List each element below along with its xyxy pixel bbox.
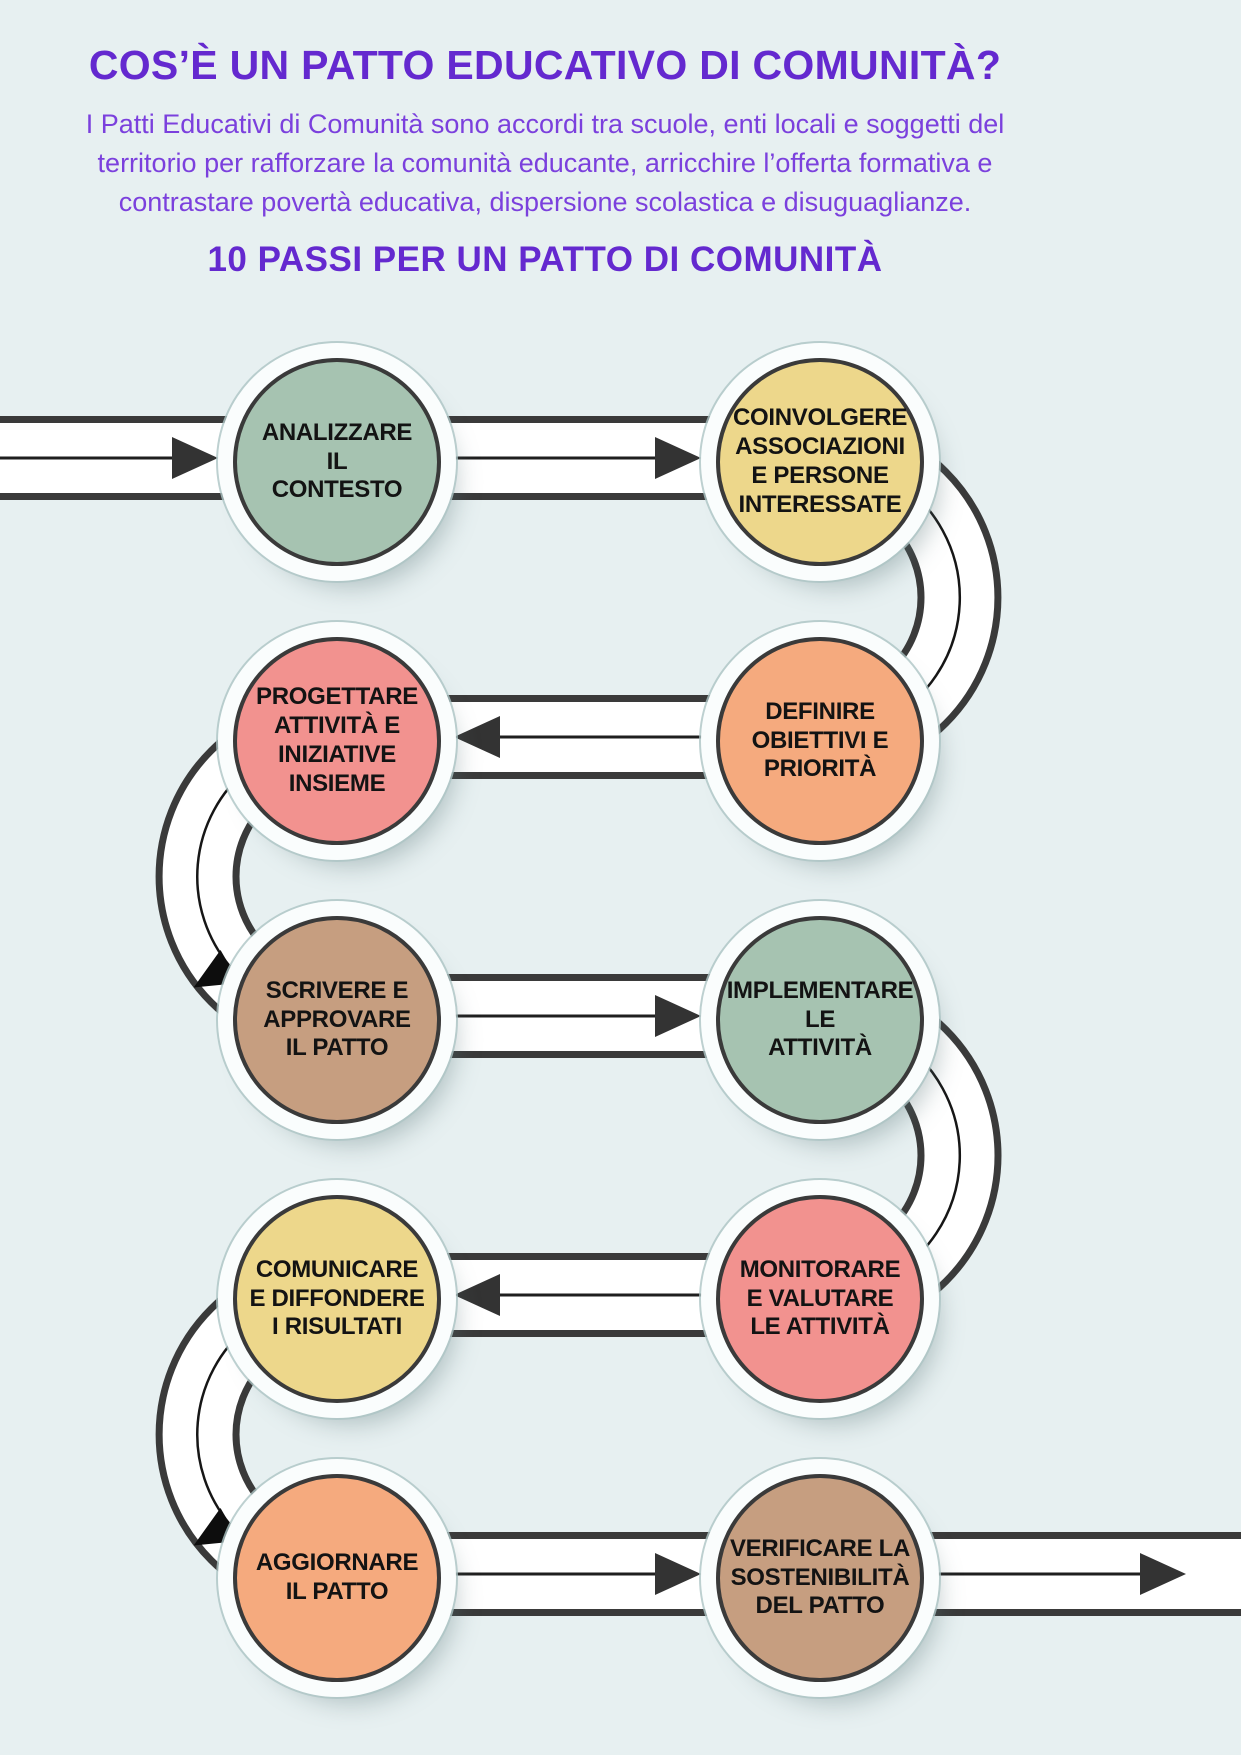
entry-arrow	[0, 437, 218, 479]
step-circle-1: ANALIZZARE IL CONTESTO	[233, 358, 441, 566]
step-circle-3: PROGETTARE ATTIVITÀ E INIZIATIVE INSIEME	[233, 637, 441, 845]
curve-arrow-step7-to-step9	[193, 1326, 248, 1546]
step-circle-2: COINVOLGERE ASSOCIAZIONI E PERSONE INTER…	[716, 358, 924, 566]
flow-title: 10 PASSI PER UN PATTO DI COMUNITÀ	[207, 239, 883, 279]
step-circle-5: SCRIVERE E APPROVARE IL PATTO	[233, 916, 441, 1124]
step-circle-7: COMUNICARE E DIFFONDERE I RISULTATI	[233, 1195, 441, 1403]
page-title: COS’È UN PATTO EDUCATIVO DI COMUNITÀ?	[88, 42, 1002, 88]
step-circle-8: MONITORARE E VALUTARE LE ATTIVITÀ	[716, 1195, 924, 1403]
step-circle-6: IMPLEMENTARE LE ATTIVITÀ	[716, 916, 924, 1124]
arrow-step9-to-step10	[420, 1553, 701, 1595]
step-circle-4: DEFINIRE OBIETTIVI E PRIORITÀ	[716, 637, 924, 845]
arrow-step8-to-step7	[454, 1274, 750, 1316]
curve-arrow-step3-to-step5	[193, 768, 248, 988]
header: COS’È UN PATTO EDUCATIVO DI COMUNITÀ? I …	[0, 0, 1090, 280]
arrow-step5-to-step6	[420, 995, 701, 1037]
step-circle-9: AGGIORNARE IL PATTO	[233, 1474, 441, 1682]
arrow-step4-to-step3	[454, 716, 750, 758]
step-circle-10: VERIFICARE LA SOSTENIBILITÀ DEL PATTO	[716, 1474, 924, 1682]
intro-paragraph: I Patti Educativi di Comunità sono accor…	[85, 109, 1005, 217]
arrow-step1-to-step2	[420, 437, 701, 479]
exit-arrow	[930, 1553, 1186, 1595]
